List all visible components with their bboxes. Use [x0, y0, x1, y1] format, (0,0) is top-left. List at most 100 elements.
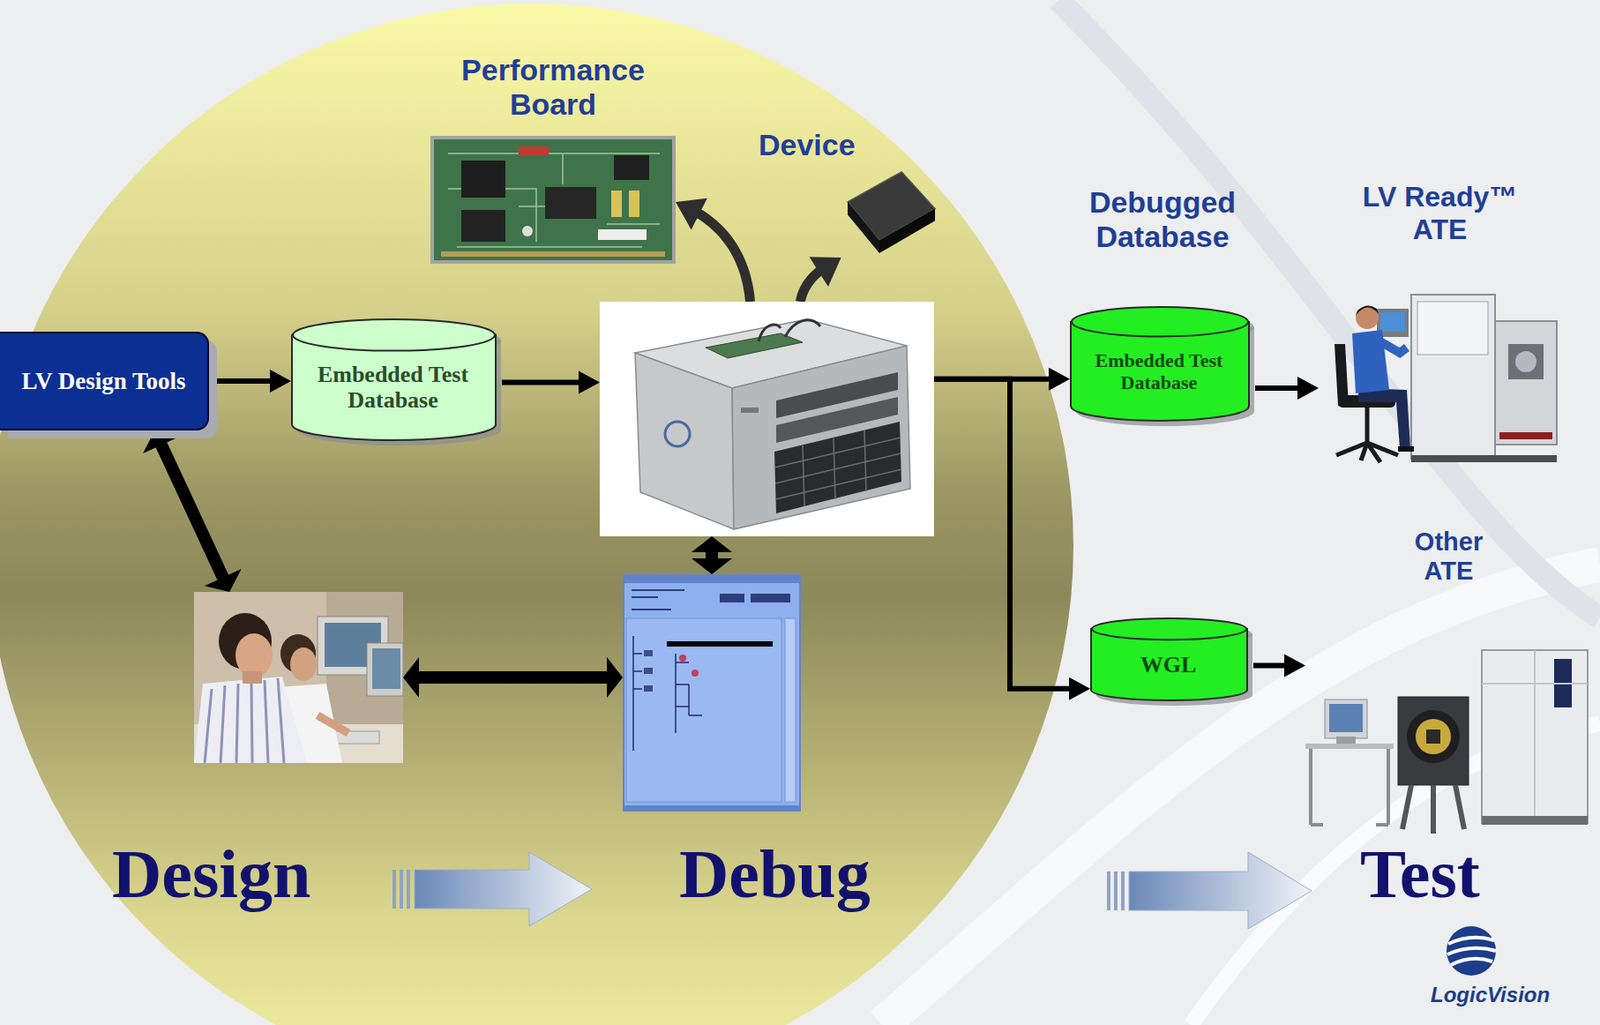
ate-illustration — [1495, 321, 1557, 445]
database-cylinder: Embedded Test Database — [291, 318, 502, 447]
connector-arrow — [934, 379, 1091, 701]
swoosh — [1058, 0, 1600, 618]
ate-illustration — [1411, 294, 1496, 459]
engineers-photo — [194, 591, 404, 763]
engineers-photo — [194, 591, 404, 763]
tester-photo — [665, 421, 690, 447]
chip-icon — [847, 201, 880, 254]
screenshot — [631, 590, 685, 610]
tester-node — [599, 301, 935, 537]
connector-arrow — [675, 198, 751, 302]
ate-illustration — [1481, 815, 1588, 825]
ate-illustration — [1411, 455, 1557, 463]
ate-node: LV Ready™ ATE — [1318, 180, 1562, 472]
arrow-head — [606, 657, 623, 698]
tester-photo — [740, 407, 759, 413]
board-photo — [461, 160, 506, 198]
database-cylinder: WGL — [1090, 617, 1254, 707]
engineers-photo — [372, 648, 401, 689]
cylinder-shape — [292, 319, 495, 352]
board-photo — [545, 186, 597, 219]
ate-illustration — [1329, 703, 1363, 733]
phase-arrow — [399, 869, 404, 909]
connector-line — [160, 442, 225, 580]
ate-illustration — [1378, 340, 1407, 353]
connector-arrow — [1253, 654, 1306, 678]
cylinder-body: Embedded Test Database — [298, 351, 488, 425]
phase-arrow — [414, 852, 592, 927]
arrow-head — [142, 430, 180, 454]
ate-illustration — [1426, 729, 1441, 744]
connector-arrow — [209, 369, 292, 393]
screenshot — [666, 641, 773, 647]
logo-globe — [1446, 926, 1496, 976]
phase-arrow — [392, 869, 397, 909]
phase-arrow — [1128, 852, 1312, 929]
ate-illustration — [1499, 432, 1553, 440]
chip-icon — [758, 167, 943, 258]
connector-line — [934, 379, 1073, 689]
screenshot — [691, 669, 699, 677]
connector-arrow — [501, 371, 600, 395]
node-heading: LV Ready™ ATE — [1345, 180, 1535, 247]
connector-arrow — [800, 256, 841, 302]
node-text: LV Design Tools — [21, 367, 186, 396]
node-text: Embedded Test Database — [298, 361, 488, 415]
connector-line — [1255, 385, 1301, 391]
ate-illustration — [1481, 650, 1588, 823]
connector-line — [800, 269, 823, 302]
ate-illustration — [1508, 343, 1544, 380]
design-debug-zone — [0, 3, 1074, 1025]
engineers-node — [194, 591, 404, 763]
screenshot — [679, 654, 687, 662]
engineers-photo — [290, 647, 317, 681]
node-heading: Other ATE — [1391, 527, 1507, 587]
ate-illustration — [1355, 305, 1379, 316]
chip-icon — [879, 209, 935, 254]
screenshot — [622, 574, 801, 812]
engineers-photo — [317, 715, 349, 733]
ate-illustration — [1358, 388, 1411, 449]
tester-photo — [774, 430, 902, 507]
tester-photo — [774, 421, 902, 514]
screenshot — [719, 593, 745, 603]
arrow-head — [691, 536, 733, 553]
connector-line — [501, 380, 583, 386]
tester-photo — [599, 301, 935, 537]
node-text: Embedded Test Database — [1076, 349, 1242, 395]
logo-globe — [1446, 926, 1496, 976]
ate-illustration — [1481, 650, 1588, 823]
engineers-photo — [235, 633, 273, 678]
screenshot — [643, 667, 653, 674]
label-box: Debug — [679, 839, 871, 909]
ate-illustration — [1310, 748, 1389, 825]
board-photo — [461, 209, 506, 242]
board-photo — [611, 190, 622, 217]
connector-arrow — [1255, 376, 1319, 400]
ate-illustration — [1305, 648, 1593, 838]
cylinder-shape — [1091, 618, 1247, 640]
engineers-photo — [366, 642, 404, 696]
board-photo — [613, 155, 650, 180]
ate-illustration — [1406, 710, 1460, 763]
ate-illustration — [1515, 351, 1537, 373]
screenshot — [643, 685, 653, 692]
ate-node: Other ATE — [1305, 527, 1593, 838]
arrow-head — [809, 256, 842, 287]
ate-illustration — [1336, 407, 1399, 463]
screenshot — [785, 618, 796, 802]
board-photo — [598, 229, 647, 240]
board-photo — [518, 146, 549, 156]
connector-line — [1253, 663, 1288, 669]
connector-line — [416, 671, 609, 684]
connector-arrow — [403, 657, 623, 698]
screenshot — [750, 593, 791, 603]
phase-label: Test — [1360, 839, 1481, 909]
ate-illustration — [1355, 306, 1379, 329]
arrow-head — [578, 371, 600, 395]
arrow-head — [204, 568, 242, 592]
tester-photo — [599, 301, 935, 537]
label-box: Design — [112, 839, 311, 909]
ate-illustration — [1324, 699, 1368, 739]
